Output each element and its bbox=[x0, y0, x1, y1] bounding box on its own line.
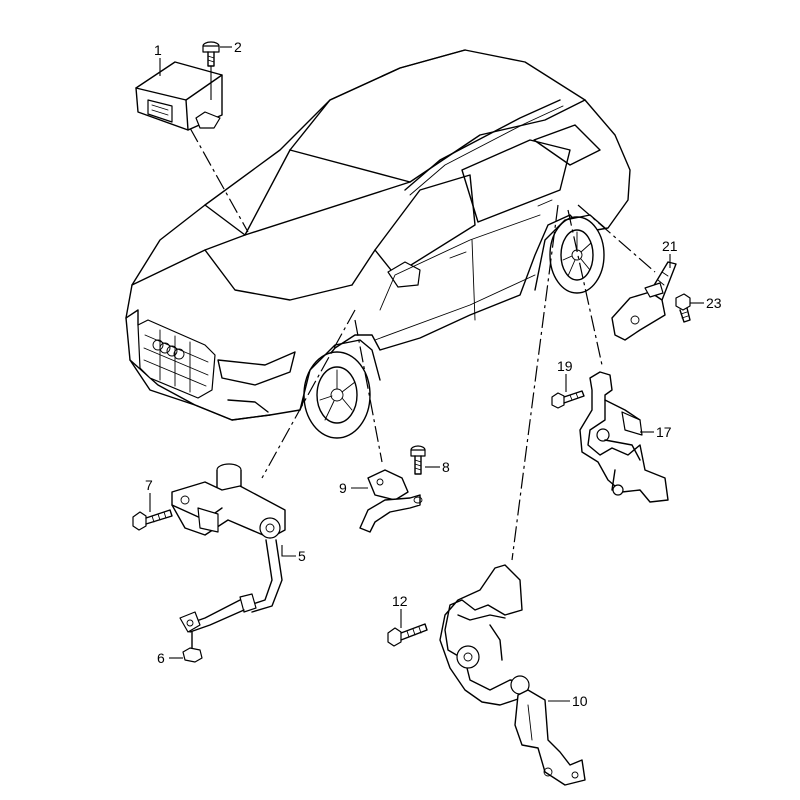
callout-6: 6 bbox=[157, 650, 165, 666]
screw-part-2[interactable] bbox=[202, 41, 220, 67]
rear-level-sensor-part[interactable] bbox=[439, 564, 586, 786]
leader-line-5 bbox=[281, 545, 296, 557]
bolt-part-19[interactable] bbox=[551, 390, 585, 409]
bolt-part-7[interactable] bbox=[132, 509, 173, 531]
control-unit-part[interactable] bbox=[135, 61, 223, 131]
nut-part-6[interactable] bbox=[182, 631, 203, 663]
rear-level-sensor-small-part[interactable] bbox=[579, 371, 669, 503]
reference-line-1 bbox=[189, 127, 249, 233]
bolt-part-23[interactable] bbox=[675, 293, 691, 323]
callout-9: 9 bbox=[339, 480, 347, 496]
vehicle-illustration bbox=[125, 49, 631, 439]
callout-12: 12 bbox=[392, 593, 408, 609]
callout-5: 5 bbox=[298, 548, 306, 564]
callout-2: 2 bbox=[234, 39, 242, 55]
reference-line-10 bbox=[511, 204, 559, 561]
bolt-part-12[interactable] bbox=[387, 623, 428, 647]
callout-17: 17 bbox=[656, 424, 672, 440]
callout-19: 19 bbox=[557, 358, 573, 374]
screw-part-8[interactable] bbox=[410, 445, 426, 475]
reference-line-9 bbox=[354, 319, 383, 463]
sensor-bracket-part-21[interactable] bbox=[611, 261, 677, 341]
callout-10: 10 bbox=[572, 693, 588, 709]
callout-8: 8 bbox=[442, 459, 450, 475]
callout-23: 23 bbox=[706, 295, 722, 311]
callout-labels: 1 2 5 6 7 8 9 10 12 17 19 21 23 bbox=[145, 39, 722, 709]
bracket-part-9[interactable] bbox=[359, 469, 423, 533]
callout-1: 1 bbox=[154, 42, 162, 58]
callout-21: 21 bbox=[662, 238, 678, 254]
reference-line-21 bbox=[577, 204, 656, 273]
front-level-sensor-part[interactable] bbox=[171, 463, 286, 633]
reference-line-5 bbox=[261, 309, 356, 479]
reference-lines bbox=[189, 127, 656, 561]
leader-lines bbox=[149, 46, 704, 702]
callout-7: 7 bbox=[145, 477, 153, 493]
